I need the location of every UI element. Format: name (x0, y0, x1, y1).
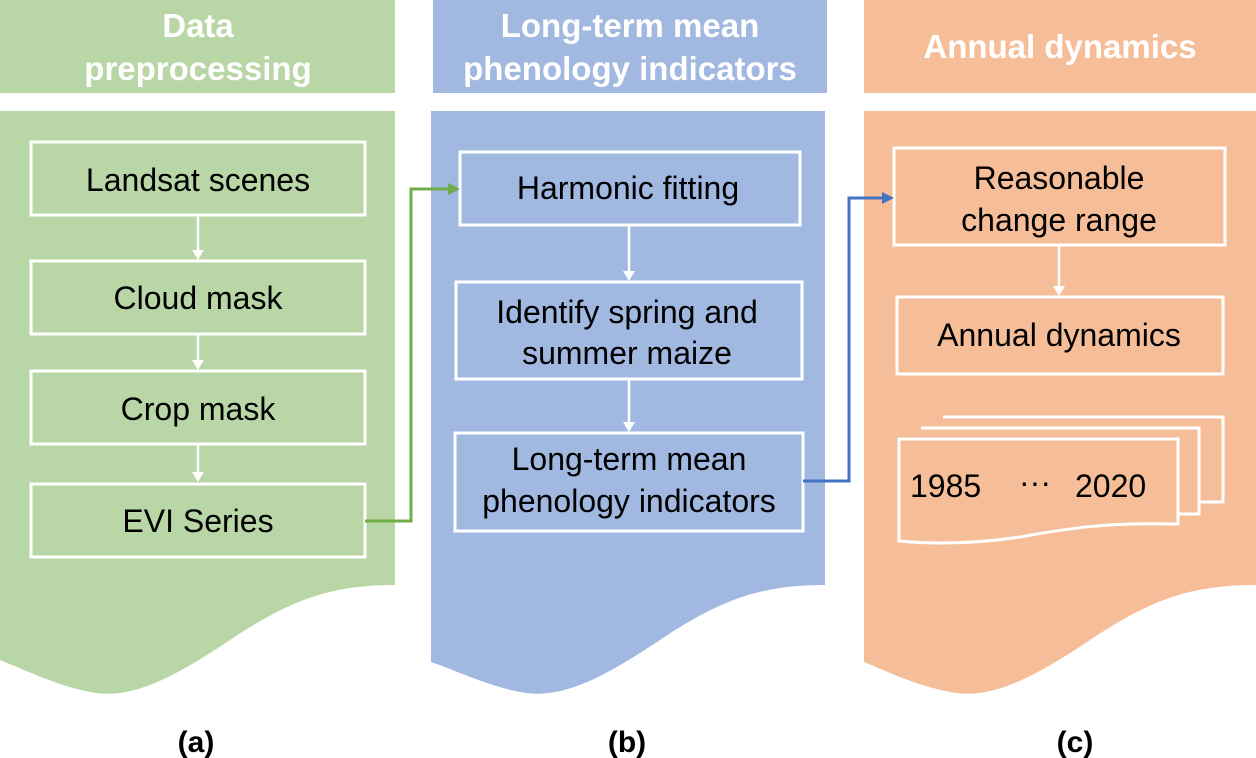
arrowhead-icon (882, 192, 894, 204)
step-evi-series-label: EVI Series (122, 503, 273, 539)
step-reasonable-change-range-label-line-1: Reasonable (974, 160, 1145, 196)
panel-b-header-line-1: Long-term mean (501, 7, 760, 44)
panel-a-header-line-2: preprocessing (84, 50, 311, 87)
year-start: 1985 (910, 468, 981, 504)
step-crop-mask-label: Crop mask (121, 391, 277, 427)
panel-c-body (864, 111, 1256, 694)
arrowhead-icon (623, 422, 635, 432)
arrowhead-icon (623, 271, 635, 281)
step-landsat-scenes-label: Landsat scenes (86, 162, 310, 198)
arrowhead-icon (448, 183, 460, 195)
document-sheet-front (897, 437, 1180, 545)
panel-c: Annual dynamics Reasonable change range … (864, 0, 1256, 758)
step-annual-dynamics-label: Annual dynamics (937, 317, 1181, 353)
arrowhead-icon (1053, 286, 1065, 296)
panel-a-header (0, 0, 395, 93)
connector-line (365, 187, 450, 523)
document-sheet-middle (921, 426, 1201, 516)
connector-line (803, 196, 884, 483)
arrowhead-icon (192, 360, 204, 370)
arrowhead-icon (192, 472, 204, 482)
step-annual-dynamics (895, 295, 1225, 376)
step-harmonic-fitting-label: Harmonic fitting (517, 170, 739, 206)
panel-c-header (864, 0, 1256, 93)
panel-b-header (433, 0, 827, 93)
connector-b-to-c (803, 192, 894, 483)
panel-a-label: (a) (178, 726, 215, 758)
panel-a: Data preprocessing Landsat scenes Cloud … (0, 0, 395, 758)
panel-b-header-line-2: phenology indicators (463, 50, 797, 87)
step-identify-maize-label-line-1: Identify spring and (496, 294, 758, 330)
step-reasonable-change-range-label-line-2: change range (961, 202, 1157, 238)
step-identify-maize-label-line-2: summer maize (522, 335, 732, 371)
step-cloud-mask-label: Cloud mask (114, 280, 284, 316)
panel-a-header-line-1: Data (162, 7, 234, 44)
step-long-term-mean-label-line-2: phenology indicators (482, 483, 776, 519)
panel-a-body (0, 111, 395, 694)
step-long-term-mean-label-line-1: Long-term mean (512, 441, 747, 477)
document-sheet-back (943, 415, 1225, 504)
panel-c-header-line-1: Annual dynamics (923, 28, 1196, 65)
year-end: 2020 (1075, 468, 1146, 504)
year-ellipsis: ··· (1019, 464, 1051, 500)
arrowhead-icon (192, 250, 204, 260)
panel-b-label: (b) (608, 726, 646, 758)
panel-c-label: (c) (1057, 726, 1094, 758)
panel-b: Long-term mean phenology indicators Harm… (431, 0, 827, 758)
connector-a-to-b (365, 183, 460, 523)
annual-document-stack: 1985 ··· 2020 (897, 415, 1225, 545)
